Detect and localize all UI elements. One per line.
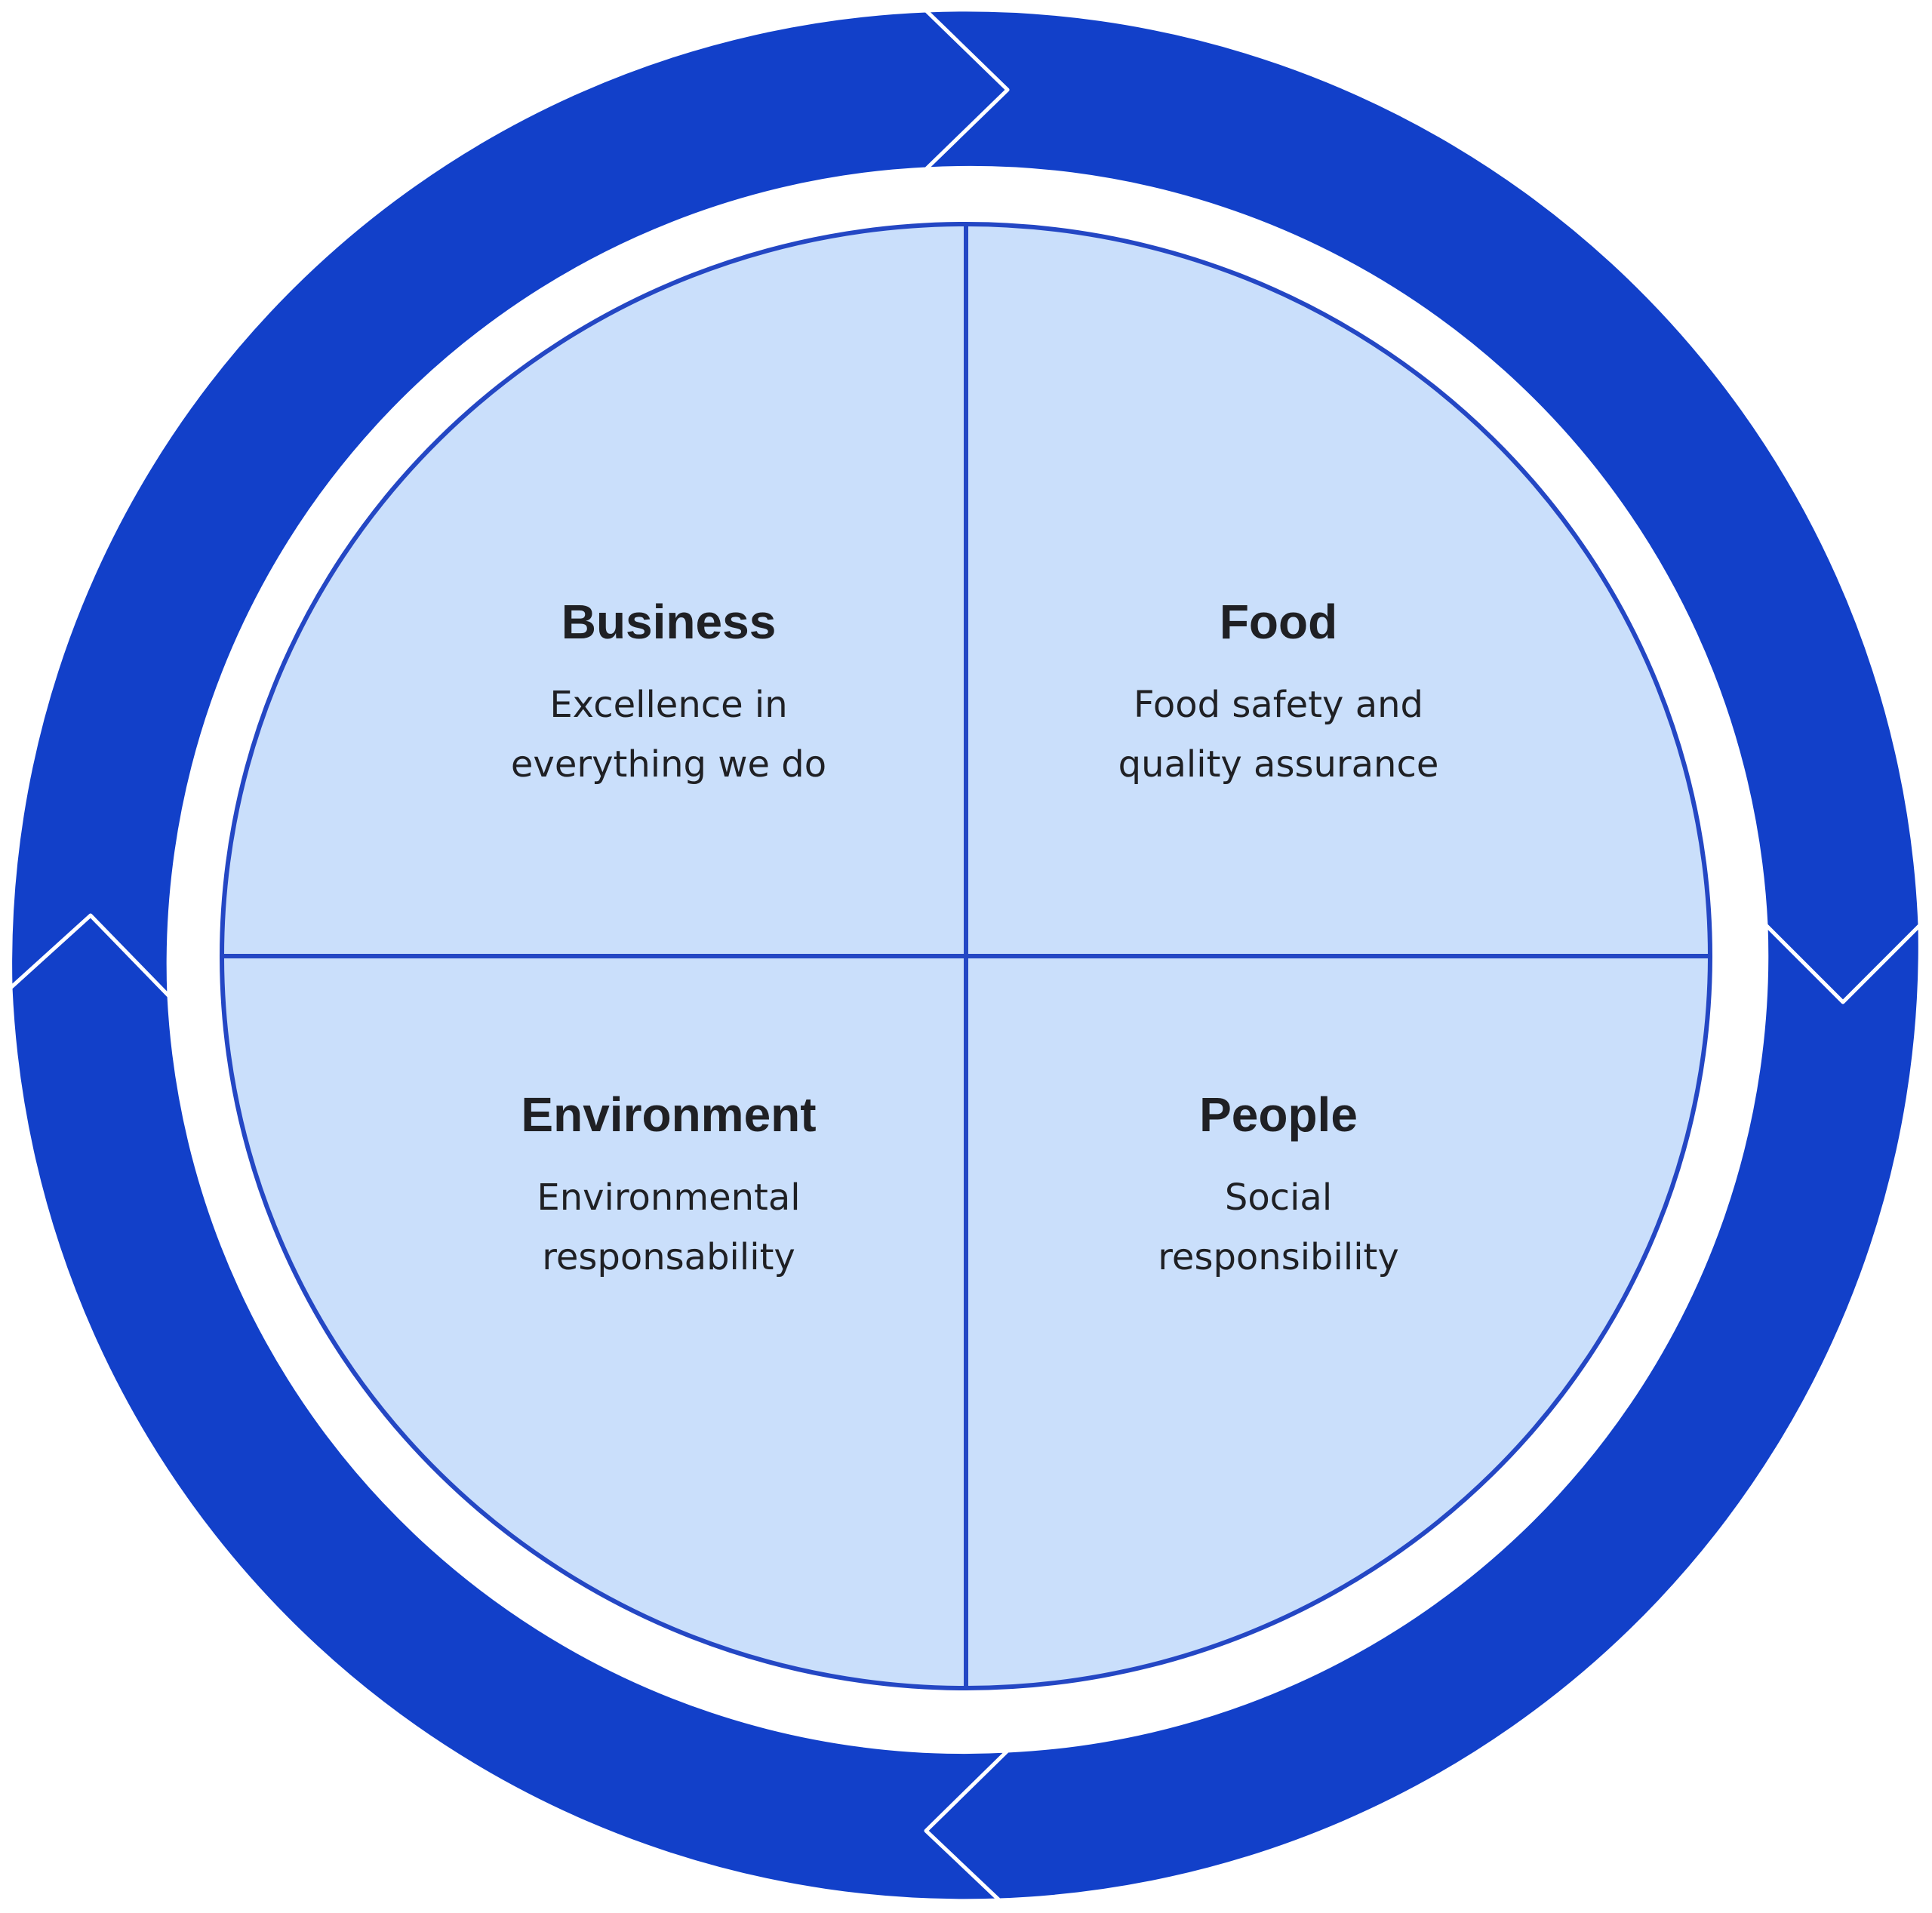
quadrant-title: Business — [561, 595, 777, 649]
quadrant-food: Food Food safety and quality assurance — [1118, 595, 1439, 786]
quadrant-title: People — [1199, 1087, 1358, 1142]
ring-arrow-top-left — [8, 8, 1010, 998]
quadrant-title: Environment — [521, 1087, 816, 1142]
quadrant-description-line-1: Food safety and — [1134, 684, 1423, 726]
quadrant-people: People Social responsibility — [1158, 1087, 1399, 1278]
quadrant-description-line-1: Social — [1225, 1176, 1332, 1219]
quadrant-business: Business Excellence in everything we do — [511, 595, 826, 786]
quadrant-description-line-2: responsability — [542, 1236, 795, 1278]
quadrant-environment: Environment Environmental responsability — [521, 1087, 816, 1278]
cycle-ring — [8, 8, 1922, 1903]
quadrant-title: Food — [1220, 595, 1337, 649]
quadrant-description-line-1: Environmental — [537, 1176, 800, 1219]
quadrant-description-line-2: quality assurance — [1118, 743, 1439, 786]
quadrant-description-line-2: responsibility — [1158, 1236, 1399, 1278]
inner-circle — [220, 222, 1712, 1690]
quadrant-description-line-2: everything we do — [511, 743, 826, 786]
quadrant-description-line-1: Excellence in — [549, 684, 787, 726]
